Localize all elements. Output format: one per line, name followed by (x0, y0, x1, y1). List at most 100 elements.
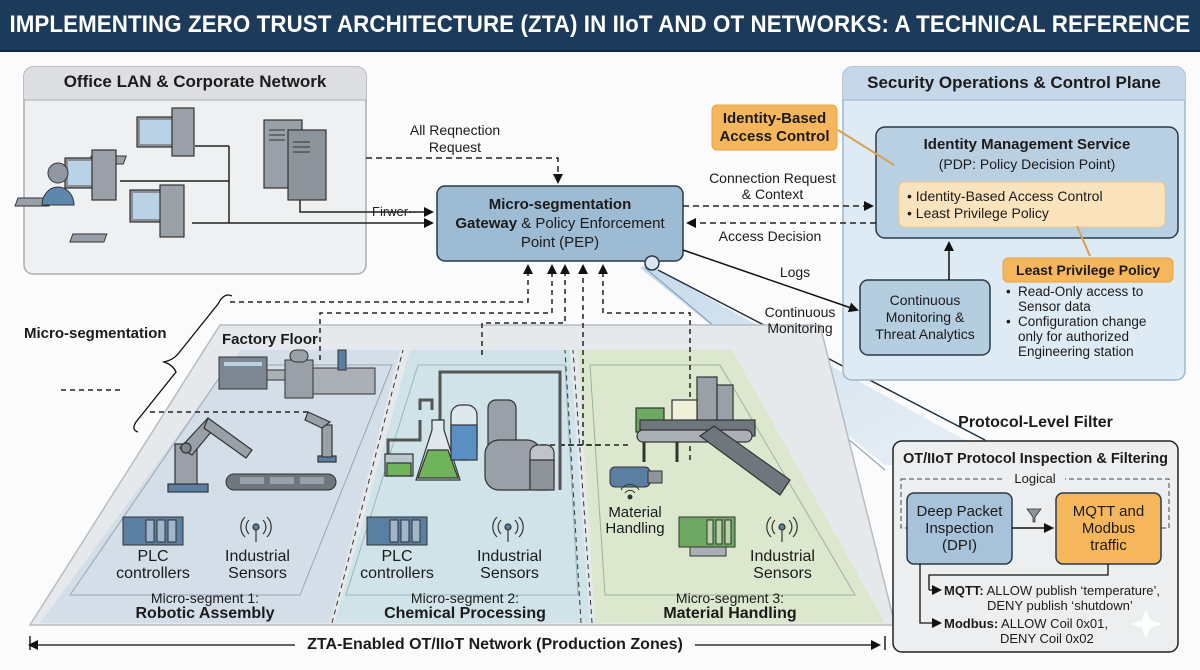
server-icon (263, 119, 327, 201)
pep-line1: Micro-segmentation (488, 196, 632, 213)
logical-label: Logical (1005, 471, 1065, 487)
factory-floor-label: Factory Floor (222, 331, 318, 348)
monitoring-line1: Continuous (889, 292, 961, 308)
protocol-heading: Protocol-Level Filter (958, 414, 1113, 431)
conveyor-icon (225, 473, 337, 491)
conn-request-label-1: Connection Request (709, 170, 836, 186)
seg1-name[interactable]: Robotic Assembly (135, 605, 275, 622)
network-span-label: ZTA-Enabled OT/IIoT Network (Production … (307, 636, 683, 653)
robotic-arm-icon (167, 417, 253, 493)
ims-title: Identity Management Service (923, 136, 1131, 153)
seg1-sensor-line2: Sensors (228, 565, 287, 582)
pep-gateway: Gateway (455, 215, 518, 232)
modbus-proto: Modbus: (944, 616, 999, 631)
logs-label: Logs (779, 264, 811, 280)
mqtt-deny: DENY publish ‘shutdown’ (987, 598, 1133, 613)
firewall-label: Firwer·· (372, 204, 417, 219)
seg3-sensor-line1: Industrial (750, 548, 815, 565)
plc-icon (678, 516, 736, 557)
ims-bullet-1: • Identity-Based Access Control (907, 188, 1103, 204)
callout-ibac (711, 104, 838, 151)
workstation-icon (87, 107, 195, 165)
dpi-line1: Deep Packet (916, 503, 1003, 520)
pep-line2: Gateway & Policy Enforcement (455, 214, 664, 233)
continuous-monitoring-label-2: Monitoring (767, 320, 833, 336)
lpp-bullet-2-line3: Engineering station (1018, 344, 1134, 359)
monitoring-box-text[interactable]: Continuous Monitoring & Threat Analytics (860, 280, 990, 355)
sparkle-icon (1130, 608, 1162, 640)
seg1-plc-line1: PLC (137, 548, 169, 565)
lpp-title: Least Privilege Policy (1016, 262, 1160, 278)
dpi-box[interactable]: Deep Packet Inspection (DPI) (907, 493, 1012, 564)
monitoring-line2: Monitoring & (885, 309, 965, 325)
ims-bullets-box (898, 181, 1166, 228)
modbus-deny: DENY Coil 0x02 (1000, 631, 1094, 646)
pep-enforcement: & Policy Enforcement (517, 215, 665, 232)
chemical-apparatus-icon (384, 370, 562, 491)
page-title: IMPLEMENTING ZERO TRUST ARCHITECTURE (ZT… (9, 11, 1191, 38)
mqtt-allow: ALLOW publish ‘temperature’, (983, 583, 1161, 598)
lpp-bullet-1-line2: Sensor data (1018, 299, 1091, 314)
traffic-line1: MQTT and (1072, 503, 1145, 520)
zoom-origin-icon (644, 255, 660, 271)
ims-subtitle: (PDP: Policy Decision Point) (938, 156, 1116, 172)
seg2-name[interactable]: Chemical Processing (384, 605, 546, 622)
traffic-box[interactable]: MQTT and Modbus traffic (1056, 493, 1161, 564)
factory-building-icon (218, 349, 376, 399)
soc-panel-title: Security Operations & Control Plane (867, 73, 1161, 92)
seg3-sensor-line2: Sensors (753, 565, 812, 582)
seg3-mh-line1: Material (608, 504, 662, 521)
sensor-icon (766, 516, 798, 542)
traffic-line2: Modbus (1081, 520, 1136, 537)
plc-icon (122, 516, 184, 546)
monitoring-box (859, 279, 991, 356)
ims-bullet-2: • Least Privilege Policy (907, 205, 1049, 221)
seg3-sub: Micro-segment 3: (675, 590, 785, 606)
logs-arrow (682, 249, 859, 313)
callout-lpp (1002, 257, 1174, 283)
seg2-plc-line1: PLC (381, 548, 413, 565)
seg1-sub: Micro-segment 1: (150, 590, 260, 606)
robotic-arm-icon (304, 411, 337, 463)
seg3-mh-line2: Handling (605, 520, 665, 537)
segment-to-pep-arrows (60, 264, 691, 460)
request-label-2: Request (428, 139, 482, 155)
motor-icon (609, 466, 663, 488)
callout-ibac-line1: Identity-Based (722, 109, 827, 127)
wireless-icon (620, 483, 640, 500)
office-panel-title: Office LAN & Corporate Network (63, 72, 327, 91)
seg2-sub: Micro-segment 2: (410, 590, 520, 606)
seg2-sensor-line2: Sensors (480, 565, 539, 582)
pep-label[interactable]: Micro-segmentation Gateway & Policy Enfo… (437, 186, 683, 261)
segment-2-area (335, 350, 590, 623)
seg3-name[interactable]: Material Handling (663, 605, 797, 622)
user-workstation-icon (14, 149, 117, 207)
lpp-bullet-1-line1: Read-Only access to (1018, 284, 1144, 299)
monitoring-line3: Threat Analytics (875, 326, 975, 342)
traffic-line3: traffic (1090, 537, 1127, 554)
network-span-arrow (28, 636, 886, 650)
lpp-bullet-2-line2: only for authorized (1018, 329, 1130, 344)
lpp-bullet-2-line1: Configuration change (1018, 314, 1147, 329)
access-decision-label: Access Decision (718, 228, 822, 244)
conn-request-label-2: & Context (741, 186, 804, 202)
modbus-allow: ALLOW Coil 0x01, (998, 616, 1108, 631)
seg2-sensor-line1: Industrial (477, 548, 542, 565)
protocol-filter-panel (892, 440, 1179, 653)
page-header: IMPLEMENTING ZERO TRUST ARCHITECTURE (ZT… (0, 0, 1200, 52)
sensor-icon (240, 516, 272, 542)
dpi-line3: (DPI) (942, 537, 977, 554)
modbus-rule: Modbus: ALLOW Coil 0x01, DENY Coil 0x02 (944, 616, 1108, 646)
brace-icon (133, 294, 233, 433)
sensor-icon (492, 516, 524, 542)
seg1-sensor-line1: Industrial (225, 548, 290, 565)
seg2-plc-line2: controllers (360, 565, 434, 582)
